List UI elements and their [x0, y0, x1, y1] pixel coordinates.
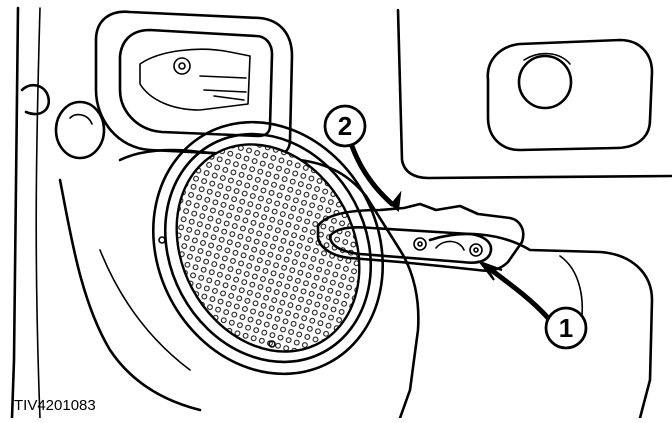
door-handle-housing: [94, 10, 294, 158]
figure-code: TIV4201083: [14, 397, 96, 414]
switch-panel: [396, 8, 672, 180]
screw-left: [413, 237, 427, 251]
callout-leaders: [349, 143, 551, 321]
screw-right: [469, 243, 483, 257]
callout-2-label: 2: [338, 111, 352, 141]
door-edge: [10, 6, 106, 420]
callout-1: 1: [544, 306, 588, 350]
pull-handle: [316, 202, 525, 273]
speaker-grille: [151, 120, 385, 376]
callout-2: 2: [323, 104, 367, 148]
door-trim-panel: [58, 148, 420, 420]
door-plug: [54, 100, 106, 160]
callout-1-label: 1: [559, 313, 573, 343]
round-switch: [517, 54, 573, 110]
